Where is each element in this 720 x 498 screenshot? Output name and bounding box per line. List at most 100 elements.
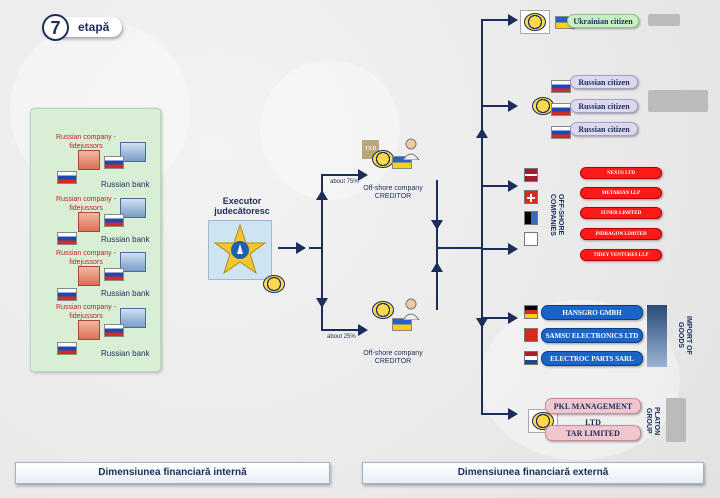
star-emblem-icon: [213, 223, 267, 275]
company-building-icon: [78, 150, 100, 170]
company-logo-icon: [524, 13, 546, 31]
stage-label: etapă: [78, 20, 110, 34]
connector: [481, 185, 511, 187]
arrow-down-icon: [316, 298, 328, 308]
russia-flag-icon: [57, 342, 77, 355]
russia-flag-icon: [551, 80, 571, 93]
arrow-right-icon: [358, 324, 368, 336]
executor-emblem: [208, 220, 272, 280]
trunk-line: [481, 20, 483, 415]
russia-flag-icon: [57, 288, 77, 301]
connector: [321, 329, 361, 331]
russian-citizen-pill: Russian citizen: [570, 75, 638, 89]
connector: [278, 247, 300, 249]
switzerland-flag-icon: [524, 190, 538, 204]
platon-pill: PKL MANAGEMENT LTD: [545, 398, 641, 427]
company-logo-icon: [263, 275, 285, 293]
connector: [481, 248, 511, 250]
offshore-pill: NEXUS LTD: [580, 167, 662, 179]
russian-citizen-pill: Russian citizen: [570, 122, 638, 136]
bank-label: Russian bank: [101, 289, 150, 298]
bank-building-icon: [120, 252, 146, 272]
import-pill: HANSGRO GMBH: [541, 305, 643, 320]
company-building-icon: [78, 320, 100, 340]
executor-title: Executor judecătoresc: [214, 196, 270, 216]
bank-building-icon: [120, 198, 146, 218]
germany-flag-icon: [524, 305, 538, 319]
platon-title: PLATON GROUP: [645, 406, 660, 436]
footer-internal: Dimensiunea financiară internă: [15, 462, 330, 484]
offshore-pill: SUNER LIMITED: [580, 207, 662, 219]
arrow-right-icon: [358, 169, 368, 181]
connector: [481, 105, 511, 107]
creditor-bottom-label: Off-shore company CREDITOR: [363, 350, 423, 365]
arrow-right-icon: [508, 408, 518, 420]
arrow-up-icon: [316, 190, 328, 200]
company-logo-icon: [372, 150, 394, 168]
ukrainian-citizen-pill: Ukrainian citizen: [567, 14, 639, 28]
connector: [437, 247, 481, 249]
connector: [481, 19, 511, 21]
import-title: IMPORT OF GOODS: [677, 315, 692, 355]
bank-label: Russian bank: [101, 180, 150, 189]
russia-flag-icon: [551, 126, 571, 139]
bank-building-icon: [120, 308, 146, 328]
arrow-up-icon: [476, 128, 488, 138]
person-icon: [402, 138, 420, 160]
connector: [321, 175, 323, 330]
company-label: Russian company - fidejussors: [56, 304, 116, 320]
bank-building-icon: [120, 142, 146, 162]
company-logo-icon: [372, 301, 394, 319]
vehicles-icon: [648, 90, 708, 112]
latvia-flag-icon: [524, 168, 538, 182]
russia-flag-icon: [104, 268, 124, 281]
arrow-right-icon: [508, 243, 518, 255]
split-bottom-percent: about 25%: [327, 334, 356, 340]
russia-flag-icon: [104, 214, 124, 227]
russia-flag-icon: [551, 103, 571, 116]
arrow-up-icon: [431, 262, 443, 272]
flag-icon: [524, 211, 538, 225]
stage-number: 7: [42, 14, 69, 41]
offshore-pill: METARIAN LLP: [580, 187, 662, 199]
import-pill: ELECTROC PARTS SARL: [541, 351, 643, 366]
company-building-icon: [78, 212, 100, 232]
company-building-icon: [78, 266, 100, 286]
footer-external: Dimensiunea financiară externă: [362, 462, 704, 484]
arrow-right-icon: [508, 180, 518, 192]
company-label: Russian company - fidejussors: [56, 134, 116, 150]
person-icon: [402, 298, 420, 320]
ukraine-flag-icon: [392, 318, 412, 331]
bank-label: Russian bank: [101, 349, 150, 358]
goods-image: [647, 305, 667, 367]
creditor-top-label: Off-shore company CREDITOR: [363, 185, 423, 200]
arrow-right-icon: [508, 312, 518, 324]
offshore-title: OFF-SHORE COMPANIES: [549, 194, 564, 236]
money-icon: [666, 398, 686, 442]
connector: [481, 317, 511, 319]
netherlands-flag-icon: [524, 351, 538, 365]
arrow-right-icon: [296, 242, 306, 254]
offshore-pill: TIDEY VENTURES LLP: [580, 249, 662, 261]
arrow-down-icon: [431, 220, 443, 230]
russia-flag-icon: [104, 324, 124, 337]
platon-pill: TAR LIMITED: [545, 425, 641, 441]
bank-label: Russian bank: [101, 235, 150, 244]
connector: [436, 180, 438, 310]
russian-citizen-pill: Russian citizen: [570, 99, 638, 113]
company-label: Russian company - fidejussors: [56, 196, 116, 212]
connector: [309, 247, 321, 249]
offshore-pill: INDRAGON LIMITED: [580, 228, 662, 240]
company-label: Russian company - fidejussors: [56, 250, 116, 266]
arrow-right-icon: [508, 14, 518, 26]
connector: [481, 413, 511, 415]
flag-icon: [524, 232, 538, 246]
split-top-percent: about 75%: [330, 179, 359, 185]
russia-flag-icon: [57, 171, 77, 184]
connector: [321, 174, 361, 176]
arrow-right-icon: [508, 100, 518, 112]
flag-icon: [524, 328, 538, 342]
arrow-down-icon: [476, 318, 488, 328]
assets-icon: [648, 14, 680, 26]
russia-flag-icon: [104, 156, 124, 169]
